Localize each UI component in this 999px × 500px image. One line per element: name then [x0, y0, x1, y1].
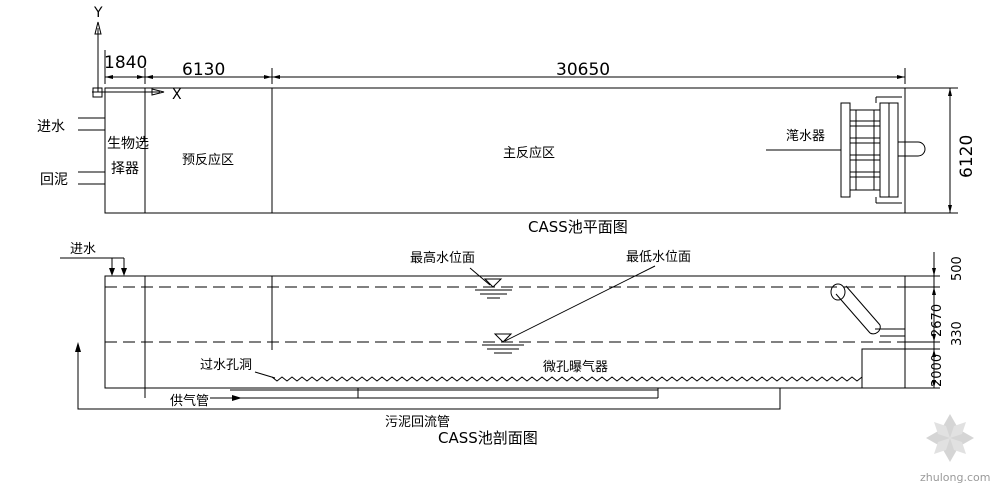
- plan-inflow-label: 进水: [37, 119, 65, 135]
- decanter-drawing: [766, 96, 926, 204]
- dim-tick: [932, 380, 936, 388]
- dim-2670: 2670: [930, 304, 945, 337]
- aerator-zigzag: [271, 376, 863, 382]
- section-title: CASS池剖面图: [438, 429, 538, 447]
- dim-6130: 6130: [182, 60, 225, 80]
- watermark-text: zhulong.com: [920, 471, 990, 484]
- y-axis-label: Y: [93, 5, 103, 21]
- sludge-return-label: 污泥回流管: [385, 415, 450, 430]
- plan-return-sludge-label: 回泥: [40, 172, 68, 188]
- min-level-symbol: [482, 333, 524, 354]
- x-axis-arrow: [151, 88, 165, 96]
- section-decanter: [830, 283, 905, 337]
- dim-tick: [932, 268, 936, 276]
- inflow-arrow: [121, 268, 127, 276]
- selector-label-1: 生物选: [107, 136, 149, 152]
- dim-1840: 1840: [104, 53, 147, 73]
- main-reaction-label: 主反应区: [503, 145, 555, 161]
- x-axis-label: X: [172, 87, 182, 103]
- dim-tick: [272, 75, 280, 79]
- dim-tick: [264, 75, 272, 79]
- y-axis-arrow: [94, 21, 102, 35]
- dim-tick: [105, 75, 113, 79]
- max-level-label: 最高水位面: [410, 250, 475, 266]
- origin-marker: [92, 87, 103, 98]
- dim-2000: 2000: [930, 354, 945, 387]
- holes-leader: [254, 371, 276, 379]
- air-flow-arrow: [232, 395, 242, 401]
- dim-tick: [932, 349, 936, 357]
- dim-30650: 30650: [556, 60, 610, 80]
- dim-6120: 6120: [957, 135, 977, 178]
- sludge-return-pipe: [77, 348, 781, 410]
- max-level-leader: [469, 267, 491, 286]
- dim-tick: [145, 75, 153, 79]
- max-level-symbol: [475, 278, 512, 299]
- selector-label-2: 择器: [111, 161, 139, 177]
- plan-tank-outline: [104, 87, 906, 214]
- outlet-step: [861, 348, 905, 388]
- holes-label: 过水孔洞: [200, 358, 252, 373]
- dim-tick: [932, 287, 936, 295]
- decanter-label: 滗水器: [786, 129, 825, 144]
- dim-500: 500: [950, 256, 965, 281]
- section-view: 进水 最高水位面 最低水位面: [60, 242, 965, 447]
- aerator-label: 微孔曝气器: [543, 359, 608, 375]
- section-tank-outline: [104, 275, 906, 389]
- dim-tick: [137, 75, 145, 79]
- min-level-label: 最低水位面: [626, 250, 691, 265]
- dim-tick: [932, 334, 936, 342]
- dim-tick: [897, 75, 905, 79]
- pre-reaction-label: 预反应区: [182, 152, 234, 168]
- dim-330: 330: [950, 321, 965, 346]
- inflow-arrow: [109, 268, 115, 276]
- plan-title: CASS池平面图: [528, 218, 628, 236]
- watermark-logo: [926, 414, 974, 462]
- plan-view: Y X 1840 6130 30650 6120: [37, 5, 977, 236]
- min-level-leader: [504, 265, 656, 342]
- sludge-flow-arrow: [75, 342, 81, 352]
- section-inflow-label: 进水: [70, 242, 96, 257]
- air-pipe-label: 供气管: [170, 393, 209, 409]
- dim-tick: [948, 205, 952, 213]
- dim-tick: [948, 88, 952, 96]
